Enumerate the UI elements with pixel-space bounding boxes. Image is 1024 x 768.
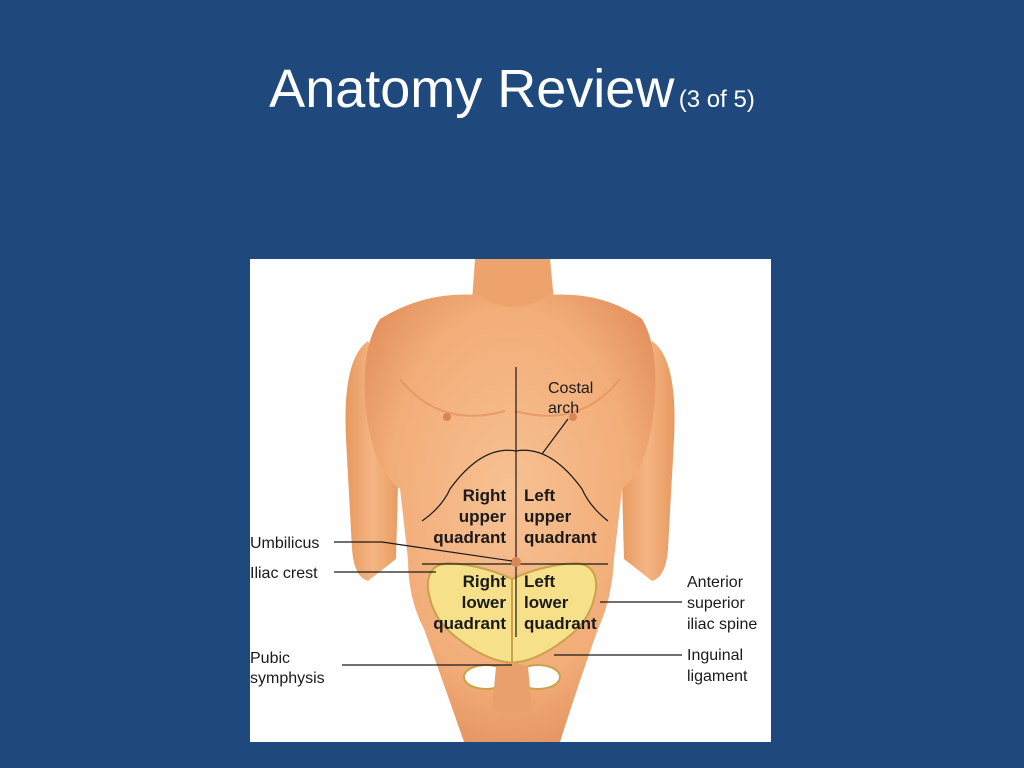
costal-arch-line xyxy=(421,449,609,522)
svg-text:Left: Left xyxy=(524,572,556,591)
label-inguinal-ligament: Inguinal ligament xyxy=(554,647,748,685)
groin xyxy=(492,663,532,715)
abdominal-quadrants-svg: Right upper quadrant Left upper quadrant… xyxy=(250,259,757,742)
torso xyxy=(364,294,656,742)
label-costal-arch: Costal arch xyxy=(541,380,593,455)
svg-text:lower: lower xyxy=(462,593,507,612)
svg-text:Inguinal: Inguinal xyxy=(687,647,743,664)
svg-text:Anterior: Anterior xyxy=(687,574,744,591)
quadrant-llq: Left lower quadrant xyxy=(524,572,597,633)
abdominal-quadrants-figure: Right upper quadrant Left upper quadrant… xyxy=(250,259,771,742)
svg-text:Umbilicus: Umbilicus xyxy=(250,535,319,552)
quadrant-rlq: Right lower quadrant xyxy=(433,572,506,633)
umbilicus-dot xyxy=(511,557,521,567)
pectoral-left xyxy=(514,378,621,417)
quadrant-ruq: Right upper quadrant xyxy=(433,486,506,547)
label-umbilicus: Umbilicus xyxy=(250,535,513,562)
svg-text:upper: upper xyxy=(524,507,572,526)
svg-text:Pubic: Pubic xyxy=(250,650,290,667)
nipple-right xyxy=(443,413,451,421)
svg-text:Right: Right xyxy=(463,486,507,505)
svg-text:symphysis: symphysis xyxy=(250,670,325,687)
svg-text:lower: lower xyxy=(524,593,569,612)
title-main: Anatomy Review xyxy=(269,59,675,119)
label-iliac-crest: Iliac crest xyxy=(250,565,436,582)
svg-text:arch: arch xyxy=(548,400,579,417)
svg-text:quadrant: quadrant xyxy=(433,528,506,547)
svg-text:quadrant: quadrant xyxy=(524,614,597,633)
svg-text:iliac spine: iliac spine xyxy=(687,616,757,633)
neck xyxy=(472,259,554,311)
nipple-left xyxy=(569,413,577,421)
slide-title: Anatomy Review (3 of 5) xyxy=(0,62,1024,116)
svg-text:Right: Right xyxy=(463,572,507,591)
quadrant-luq: Left upper quadrant xyxy=(524,486,597,547)
svg-text:Costal: Costal xyxy=(548,380,593,397)
svg-text:Left: Left xyxy=(524,486,556,505)
svg-text:quadrant: quadrant xyxy=(524,528,597,547)
svg-text:upper: upper xyxy=(459,507,507,526)
label-anterior-superior-iliac-spine: Anterior superior iliac spine xyxy=(600,574,757,633)
svg-text:Iliac crest: Iliac crest xyxy=(250,565,318,582)
title-subtitle: (3 of 5) xyxy=(678,86,755,113)
svg-text:quadrant: quadrant xyxy=(433,614,506,633)
svg-text:superior: superior xyxy=(687,595,745,612)
label-pubic-symphysis: Pubic symphysis xyxy=(250,650,512,687)
pectoral-right xyxy=(399,378,506,417)
svg-text:ligament: ligament xyxy=(687,668,748,685)
